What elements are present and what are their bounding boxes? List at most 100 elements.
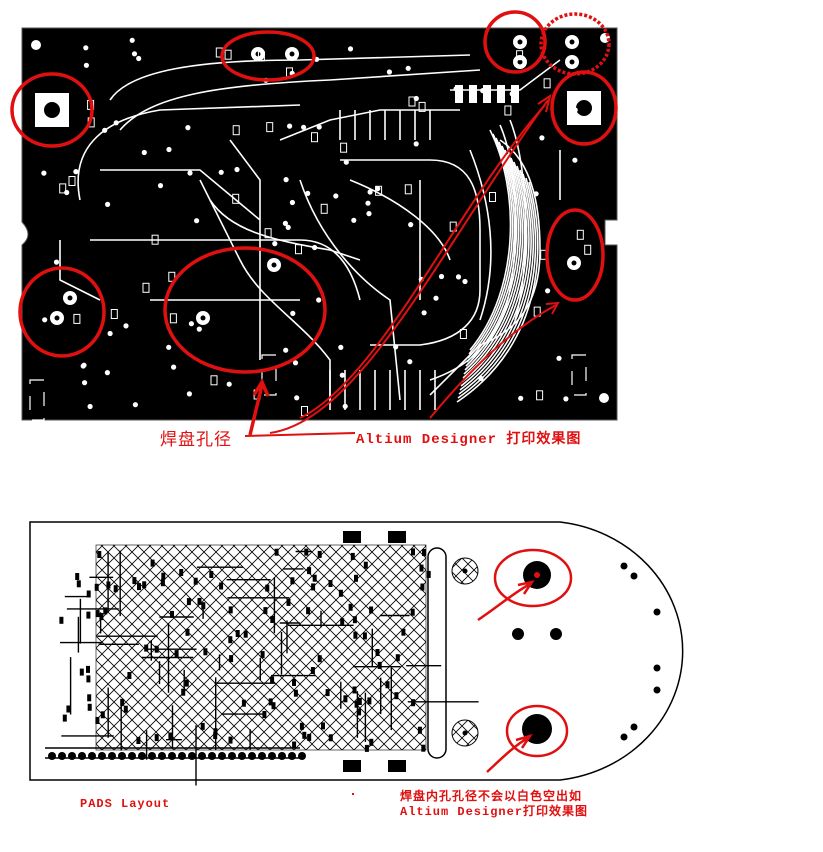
pads-smd-pad	[103, 607, 108, 615]
altium-pad-hole	[67, 295, 73, 301]
pads-big-hole-top-center	[534, 572, 540, 578]
note-line-1: 焊盘内孔孔径不会以白色空出如	[400, 790, 583, 804]
pads-smd-pad	[375, 649, 380, 656]
altium-trace	[199, 179, 331, 400]
pads-smd-pad	[410, 608, 415, 616]
pads-smd-pad	[411, 699, 416, 707]
pads-edge-pad	[218, 752, 226, 760]
pads-smd-pad	[306, 607, 311, 615]
pads-smd-pad	[123, 705, 128, 713]
altium-via	[73, 169, 79, 175]
pads-edge-pad	[108, 752, 116, 760]
pads-edge-pad	[48, 752, 56, 760]
altium-via	[367, 189, 373, 195]
altium-via	[301, 124, 307, 130]
pads-smd-pad	[213, 732, 218, 740]
pads-side-pad	[630, 572, 638, 580]
altium-via	[572, 157, 578, 163]
pads-hatched-ring-top	[451, 557, 479, 585]
pads-edge-pad	[118, 752, 126, 760]
pads-smd-pad	[268, 698, 273, 706]
pads-smd-pad	[265, 584, 270, 592]
altium-trace	[299, 179, 401, 401]
pads-smd-pad	[395, 654, 400, 662]
altium-trace	[462, 157, 526, 379]
pads-smd-pad	[203, 648, 208, 656]
arrow-altium-2	[299, 104, 546, 419]
pads-smd-pad	[160, 579, 165, 587]
altium-smd-pad	[169, 313, 177, 324]
altium-smd-pad	[543, 78, 551, 89]
pads-side-pad	[653, 686, 661, 694]
altium-via	[462, 278, 468, 285]
altium-pad-hole	[200, 315, 206, 321]
altium-traces	[59, 54, 561, 410]
pads-smd-pad	[420, 583, 425, 591]
pads-smd-pad	[401, 628, 406, 636]
note-line-2: Altium Designer打印效果图	[400, 805, 589, 819]
pads-side-pad	[630, 723, 638, 731]
altium-via	[188, 321, 194, 327]
altium-print-board	[10, 10, 618, 437]
altium-finger	[455, 85, 463, 103]
pads-smd-pad	[325, 689, 330, 697]
pads-smd-pad	[213, 728, 218, 736]
altium-smd-pad	[320, 203, 328, 214]
pads-smd-pad	[367, 697, 372, 705]
altium-finger	[469, 85, 477, 103]
altium-via	[539, 135, 545, 141]
pads-smd-pad	[200, 722, 205, 730]
pads-smd-pad	[422, 549, 426, 556]
pads-smd-pad	[419, 564, 424, 572]
altium-via	[478, 375, 484, 382]
pads-smd-pad	[132, 577, 137, 585]
pads-smd-pad	[310, 667, 315, 674]
label-pads-layout: PADS Layout	[80, 797, 171, 811]
altium-via	[226, 381, 232, 387]
altium-via	[386, 69, 392, 75]
pads-smd-pad	[317, 550, 322, 558]
altium-trace	[59, 240, 101, 301]
pads-smd-pad	[274, 548, 279, 556]
altium-smd-pad	[232, 125, 240, 136]
altium-smd-pad	[168, 271, 176, 282]
altium-via	[105, 201, 111, 207]
altium-via	[408, 222, 414, 228]
altium-corner-hole	[31, 40, 41, 50]
pads-smd-pad	[417, 726, 422, 734]
pads-smd-pad	[97, 551, 102, 558]
pads-smd-pad	[186, 598, 191, 606]
pads-smd-pad	[394, 692, 399, 700]
altium-trace	[458, 173, 535, 395]
pads-edge-pad	[58, 752, 66, 760]
pads-smd-pad	[197, 597, 202, 605]
altium-smd-pad	[73, 313, 81, 324]
altium-via	[438, 273, 445, 280]
pads-smd-pad	[317, 655, 322, 663]
pads-edge-pad	[178, 752, 186, 760]
altium-smd-pad	[408, 96, 416, 107]
altium-smd-pad	[536, 390, 544, 401]
pads-smd-pad	[364, 744, 369, 752]
altium-trace	[469, 129, 512, 351]
pads-smd-pad	[228, 606, 233, 614]
altium-trace	[340, 159, 481, 346]
pads-hole-mid-1	[512, 628, 524, 640]
pads-smd-pad	[352, 616, 357, 624]
pads-hole-mid-2	[550, 628, 562, 640]
pads-smd-pad	[219, 582, 224, 590]
pads-smd-pad	[62, 714, 67, 722]
label-altium-print: Altium Designer 打印效果图	[356, 432, 582, 448]
pads-smd-pad	[262, 711, 267, 718]
altium-via	[107, 330, 113, 337]
pads-side-pad	[653, 608, 661, 616]
altium-mount-hole	[44, 102, 60, 118]
altium-via	[305, 190, 311, 196]
altium-smd-pad	[418, 101, 426, 112]
altium-via	[393, 344, 399, 350]
pads-smd-pad	[179, 569, 184, 576]
pads-smd-pad	[127, 672, 132, 679]
altium-via	[113, 120, 119, 126]
mark-circle-top-pads	[220, 30, 316, 82]
pads-smd-pad	[120, 698, 125, 706]
